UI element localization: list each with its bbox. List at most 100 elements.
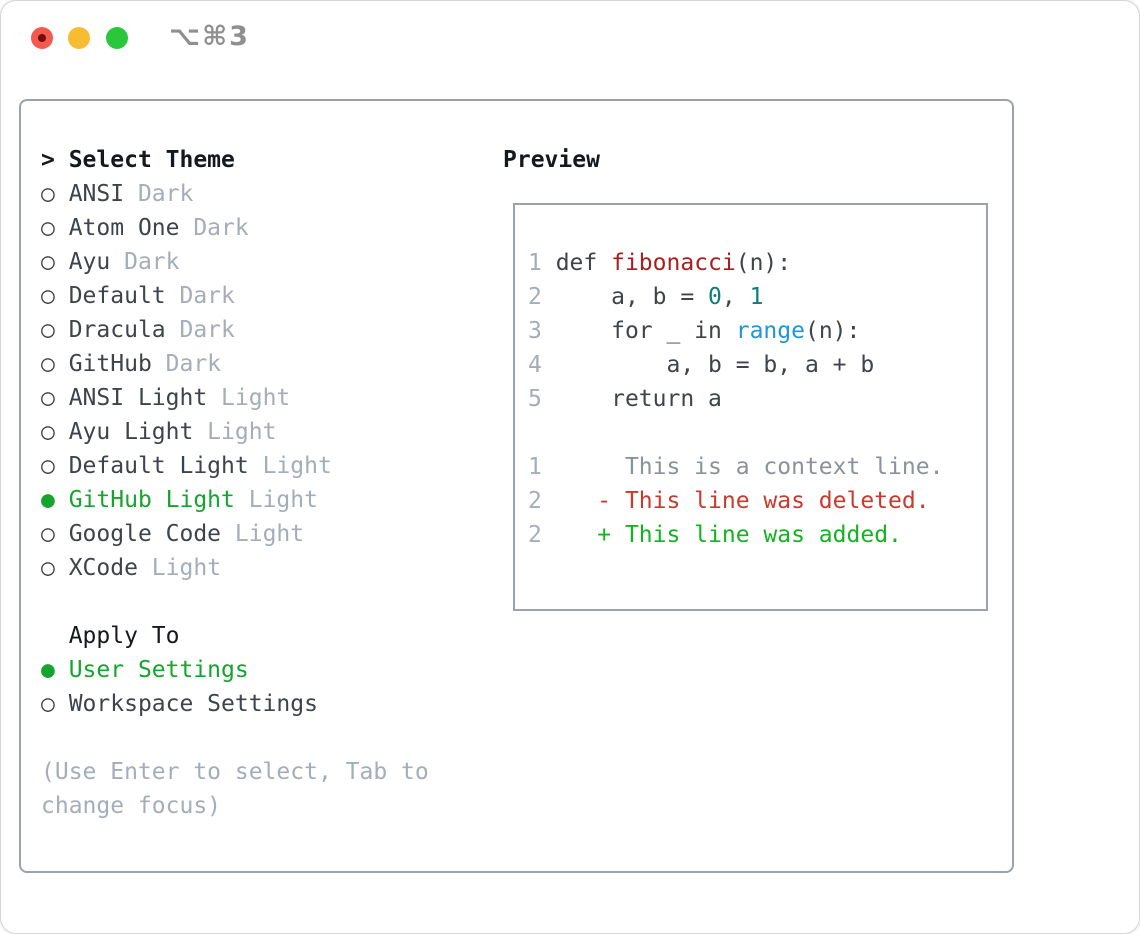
theme-option-label: ANSI <box>68 181 125 207</box>
apply-option-workspace-settings[interactable]: ○ Workspace Settings <box>41 687 501 721</box>
code-line: 5 return a <box>528 382 986 416</box>
code-blank-line <box>528 416 986 450</box>
line-number: 5 <box>528 386 542 412</box>
theme-option-label: Dracula <box>68 317 166 343</box>
radio-unselected-icon: ○ <box>41 249 69 275</box>
code-line: 2 + This line was added. <box>528 518 986 552</box>
radio-unselected-icon: ○ <box>41 351 69 377</box>
hint-text-line1: (Use Enter to select, Tab to <box>41 759 429 785</box>
spacer <box>41 721 501 755</box>
theme-variant-label: Dark <box>165 283 235 309</box>
theme-variant-label: Light <box>207 385 291 411</box>
code-token-del: - This line was deleted. <box>541 488 930 514</box>
theme-option-atom-one[interactable]: ○ Atom One Dark <box>41 211 501 245</box>
theme-option-default-light[interactable]: ○ Default Light Light <box>41 449 501 483</box>
line-number: 4 <box>528 352 542 378</box>
line-number: 2 <box>528 284 542 310</box>
theme-picker-left-pane: > Select Theme ○ ANSI Dark○ Atom One Dar… <box>41 143 501 823</box>
radio-unselected-icon: ○ <box>41 317 69 343</box>
theme-option-label: Google Code <box>68 521 222 547</box>
code-token-plain: (n): <box>735 250 792 276</box>
theme-variant-label: Light <box>221 521 305 547</box>
theme-option-github-light[interactable]: ● GitHub Light Light <box>41 483 501 517</box>
radio-unselected-icon: ○ <box>41 555 69 581</box>
code-token-plain: a, b = <box>541 284 709 310</box>
line-number: 1 <box>528 250 542 276</box>
radio-unselected-icon: ○ <box>41 453 69 479</box>
theme-option-github[interactable]: ○ GitHub Dark <box>41 347 501 381</box>
line-number: 1 <box>528 454 542 480</box>
spacer <box>41 585 501 619</box>
preview-pane: Preview 1 def fibonacci(n):2 a, b = 0, 1… <box>503 143 996 611</box>
code-token-plain: def <box>541 250 612 276</box>
minimize-button-icon[interactable] <box>68 27 90 49</box>
theme-variant-label: Light <box>193 419 277 445</box>
apply-option-user-settings[interactable]: ● User Settings <box>41 653 501 687</box>
theme-option-xcode[interactable]: ○ XCode Light <box>41 551 501 585</box>
theme-variant-label: Dark <box>110 249 180 275</box>
theme-option-ansi[interactable]: ○ ANSI Dark <box>41 177 501 211</box>
theme-option-label: XCode <box>68 555 138 581</box>
code-line: 3 for _ in range(n): <box>528 314 986 348</box>
theme-option-label: Default Light <box>68 453 249 479</box>
code-token-plain: , <box>721 284 750 310</box>
radio-unselected-icon: ○ <box>41 385 69 411</box>
code-token-add: + This line was added. <box>541 522 902 548</box>
code-token-plain: (n): <box>804 318 861 344</box>
theme-option-ayu[interactable]: ○ Ayu Dark <box>41 245 501 279</box>
code-line: 4 a, b = b, a + b <box>528 348 986 382</box>
theme-list: ○ ANSI Dark○ Atom One Dark○ Ayu Dark○ De… <box>41 177 501 585</box>
theme-option-dracula[interactable]: ○ Dracula Dark <box>41 313 501 347</box>
select-theme-header-label: Select Theme <box>68 147 235 173</box>
line-number: 2 <box>528 522 542 548</box>
preview-header: Preview <box>503 147 600 173</box>
theme-option-label: GitHub <box>68 351 152 377</box>
theme-picker-panel: > Select Theme ○ ANSI Dark○ Atom One Dar… <box>19 99 1014 873</box>
apply-option-label: Workspace Settings <box>68 691 318 717</box>
radio-unselected-icon: ○ <box>41 419 69 445</box>
theme-option-ansi-light[interactable]: ○ ANSI Light Light <box>41 381 501 415</box>
theme-option-label: ANSI Light <box>68 385 208 411</box>
theme-option-default[interactable]: ○ Default Dark <box>41 279 501 313</box>
code-token-plain: a, b = b, a + b <box>541 352 875 378</box>
code-line: 1 def fibonacci(n): <box>528 246 986 280</box>
theme-variant-label: Dark <box>165 317 235 343</box>
theme-variant-label: Light <box>248 453 332 479</box>
theme-variant-label: Dark <box>151 351 222 377</box>
radio-unselected-icon: ○ <box>41 521 69 547</box>
code-token-num: 1 <box>749 284 764 310</box>
select-theme-header: > Select Theme <box>41 143 501 177</box>
code-line: 1 This is a context line. <box>528 450 986 484</box>
line-number: 3 <box>528 318 542 344</box>
hint-text-line2: change focus) <box>41 793 222 819</box>
code-line: 2 - This line was deleted. <box>528 484 986 518</box>
apply-to-header: Apply To <box>68 623 180 649</box>
theme-variant-label: Light <box>137 555 222 581</box>
apply-option-label: User Settings <box>68 657 249 683</box>
close-button-icon[interactable] <box>31 27 53 49</box>
code-token-num: 0 <box>708 284 722 310</box>
radio-selected-icon: ● <box>41 657 69 683</box>
prompt-icon: > <box>41 147 69 173</box>
code-token-builtin: range <box>735 318 805 344</box>
window-title: ⌥⌘3 <box>169 21 250 52</box>
code-line: 2 a, b = 0, 1 <box>528 280 986 314</box>
theme-option-google-code[interactable]: ○ Google Code Light <box>41 517 501 551</box>
theme-variant-label: Dark <box>124 181 194 207</box>
code-token-func: fibonacci <box>611 250 736 276</box>
theme-option-ayu-light[interactable]: ○ Ayu Light Light <box>41 415 501 449</box>
code-token-ctx: This is a context line. <box>541 454 944 480</box>
radio-unselected-icon: ○ <box>41 215 69 241</box>
theme-option-label: Atom One <box>68 215 180 241</box>
titlebar: ⌥⌘3 <box>1 1 1139 76</box>
theme-variant-label: Light <box>234 487 318 513</box>
code-token-plain: for _ in <box>541 318 736 344</box>
zoom-button-icon[interactable] <box>106 27 128 49</box>
code-token-plain: return a <box>541 386 722 412</box>
theme-option-label: Default <box>68 283 166 309</box>
theme-option-label: GitHub Light <box>68 487 235 513</box>
radio-unselected-icon: ○ <box>41 283 69 309</box>
theme-option-label: Ayu <box>68 249 111 275</box>
